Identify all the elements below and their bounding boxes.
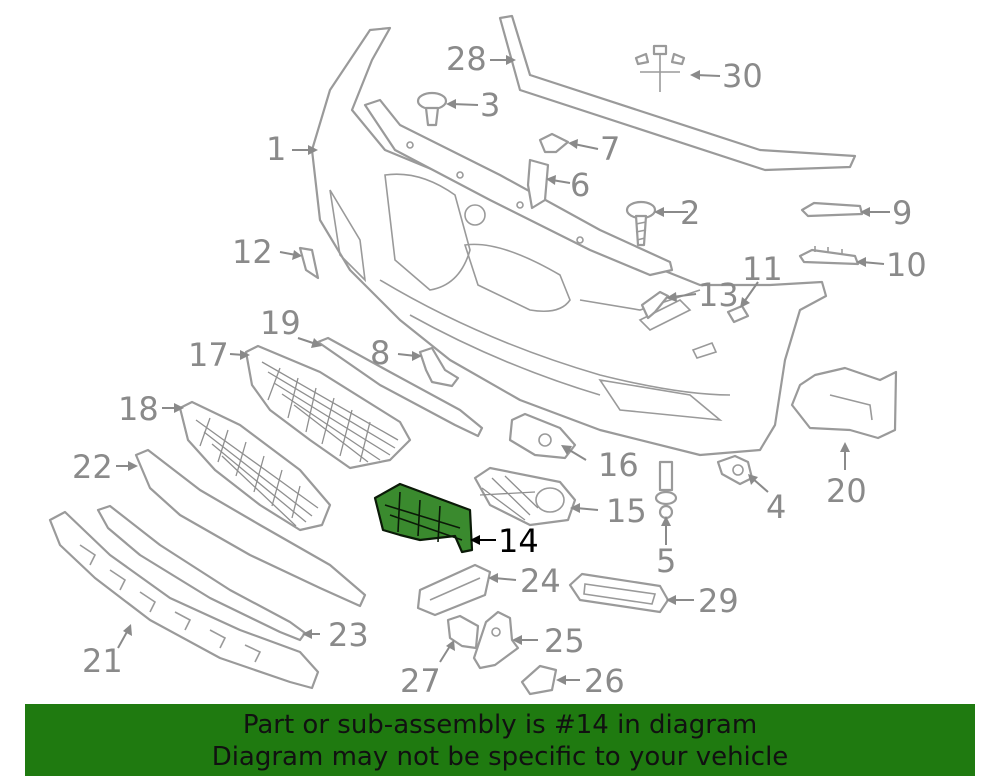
- part-14-highlighted: [373, 482, 474, 554]
- part-19-strip: [316, 336, 484, 438]
- label-5: 5: [656, 542, 676, 580]
- part-9-trim: [800, 201, 864, 218]
- part-25-bracket: [472, 610, 520, 670]
- label-27: 27: [400, 662, 441, 700]
- label-14: 14: [498, 522, 539, 560]
- label-15: 15: [606, 492, 647, 530]
- label-7: 7: [600, 130, 620, 168]
- part-22-strip: [134, 448, 367, 608]
- label-19: 19: [260, 304, 301, 342]
- parts-diagram: 1 2 3 4 5 6 7 8 9 10 11 12 13 14 15 16 1…: [48, 14, 927, 700]
- part-4-bracket: [716, 454, 754, 486]
- part-1-bumper-cover: [310, 26, 828, 457]
- label-4: 4: [766, 488, 786, 526]
- label-18: 18: [118, 390, 159, 428]
- label-24: 24: [520, 562, 561, 600]
- label-8: 8: [370, 334, 390, 372]
- part-28-trim-strip: [498, 14, 857, 172]
- part-24-bracket: [416, 563, 492, 617]
- part-11-clip: [726, 304, 750, 324]
- part-6-bracket: [526, 158, 550, 210]
- label-16: 16: [598, 446, 639, 484]
- part-8-bracket: [418, 346, 460, 388]
- banner-line-2: Diagram may not be specific to your vehi…: [211, 742, 789, 772]
- part-2-screw: [625, 200, 657, 247]
- label-29: 29: [698, 582, 739, 620]
- part-15-side-grille: [473, 466, 577, 527]
- info-banner: Part or sub-assembly is #14 in diagram D…: [25, 704, 975, 776]
- part-29-plate: [568, 572, 670, 614]
- label-25: 25: [544, 622, 585, 660]
- part-18-lower-grille: [178, 400, 332, 532]
- label-9: 9: [892, 194, 912, 232]
- label-6: 6: [570, 166, 590, 204]
- part-20-side-bracket: [790, 366, 898, 440]
- label-17: 17: [188, 336, 229, 374]
- label-11: 11: [742, 250, 783, 288]
- label-13: 13: [698, 276, 739, 314]
- part-17-upper-grille: [244, 344, 412, 470]
- label-1: 1: [266, 130, 286, 168]
- part-23-strip: [96, 504, 307, 642]
- part-7-bracket: [538, 132, 570, 154]
- label-23: 23: [328, 616, 369, 654]
- banner-line-1: Part or sub-assembly is #14 in diagram: [242, 710, 758, 740]
- upper-carrier: [363, 98, 674, 277]
- part-27-bracket: [446, 614, 480, 650]
- part-12-clip: [298, 246, 320, 280]
- label-10: 10: [886, 246, 927, 284]
- label-12: 12: [232, 233, 273, 271]
- part-10-trim: [798, 246, 860, 266]
- part-13-bracket: [640, 290, 670, 320]
- part-3-clip: [416, 91, 448, 127]
- leader-arrows: [116, 55, 890, 685]
- label-28: 28: [446, 40, 487, 78]
- label-30: 30: [722, 57, 763, 95]
- part-26-cap: [520, 664, 558, 696]
- part-21-absorber: [48, 510, 320, 690]
- label-3: 3: [480, 86, 500, 124]
- label-26: 26: [584, 662, 625, 700]
- part-30-emblem: [634, 44, 686, 92]
- label-22: 22: [72, 448, 113, 486]
- label-21: 21: [82, 642, 123, 680]
- part-5-push-clip: [654, 460, 678, 520]
- label-20: 20: [826, 472, 867, 510]
- label-2: 2: [680, 194, 700, 232]
